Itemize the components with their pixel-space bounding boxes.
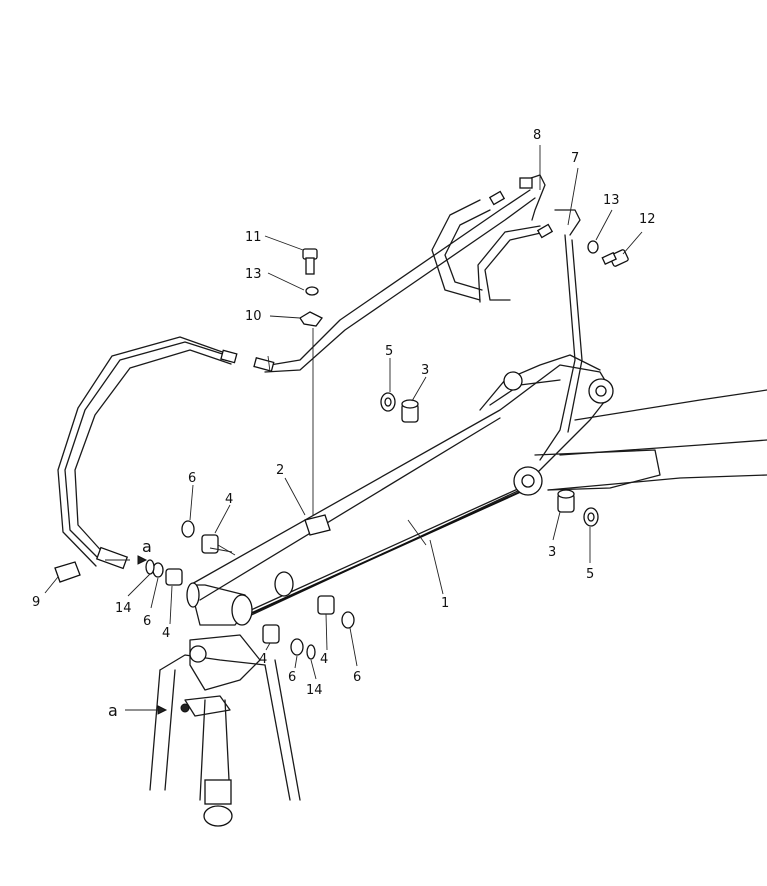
callout-14: 14 (115, 601, 132, 616)
callout-4: 4 (225, 492, 233, 507)
connection-marks: a a (108, 537, 152, 720)
boom-body (186, 354, 614, 626)
callout-7: 7 (571, 151, 579, 166)
callout-5: 5 (385, 344, 393, 359)
connection-mark-a: a (108, 701, 118, 720)
washer-part-13 (305, 286, 319, 296)
callout-6: 6 (188, 471, 196, 486)
arm-right (534, 389, 767, 491)
bushing-part-4 (201, 534, 219, 554)
callout-8: 8 (533, 128, 541, 143)
callout-13: 13 (603, 193, 620, 208)
hose-lines (57, 174, 583, 570)
callout-10: 10 (245, 309, 262, 324)
callout-3: 3 (548, 545, 556, 560)
callout-5: 5 (586, 567, 594, 582)
callout-4: 4 (162, 626, 170, 641)
callout-3: 3 (421, 363, 429, 378)
callout-6: 6 (353, 670, 361, 685)
bolt-part-11 (302, 248, 318, 275)
callout-13: 13 (245, 267, 262, 282)
callout-4: 4 (259, 652, 267, 667)
callout-14: 14 (306, 683, 323, 698)
callout-12: 12 (639, 212, 656, 227)
clamp-part-10 (299, 311, 323, 327)
callout-6: 6 (143, 614, 151, 629)
callout-2: 2 (276, 463, 284, 478)
callout-1: 1 (441, 596, 449, 611)
callout-6: 6 (288, 670, 296, 685)
boom-cylinder (149, 634, 301, 827)
callout-11: 11 (245, 230, 262, 245)
callout-numbers: 1 2 3 3 4 4 4 4 5 5 6 6 6 6 7 8 9 10 11 … (32, 128, 656, 698)
washer-part-13b (587, 240, 599, 254)
callout-9: 9 (32, 595, 40, 610)
leader-lines (44, 145, 643, 715)
clamp-part-2 (304, 514, 331, 536)
tag-part-9 (54, 561, 81, 583)
connection-mark-a: a (142, 537, 152, 556)
callout-4: 4 (320, 652, 328, 667)
seal-part-6 (181, 520, 195, 538)
parts (145, 240, 629, 660)
